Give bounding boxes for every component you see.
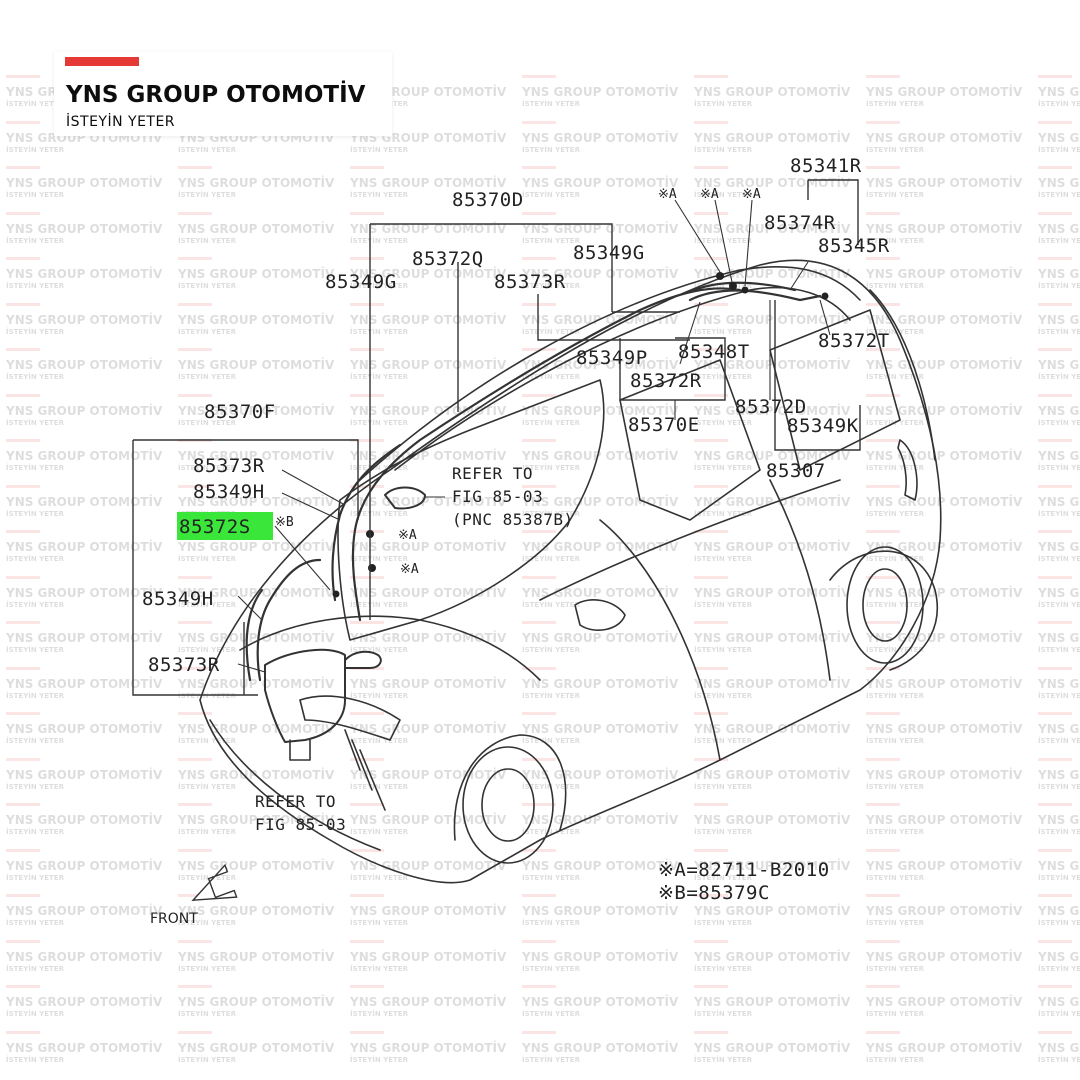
front-label: FRONT: [150, 911, 198, 927]
washer-tank: [264, 648, 346, 743]
clip-marker-a: ※A: [398, 528, 417, 543]
roof-line-inner: [394, 286, 851, 471]
windshield-outline: [337, 379, 605, 641]
clip-marker-a: ※A: [742, 187, 761, 202]
refer-note-line: FIG 85-03: [452, 487, 543, 506]
part-label-85349G-roof: 85349G: [573, 242, 645, 264]
part-label-85373R-left: 85373R: [193, 455, 265, 477]
part-label-85341R: 85341R: [790, 155, 862, 177]
refer-note-line: REFER TO: [452, 464, 533, 483]
brand-logo: YNS GROUP OTOMOTİV İSTEYİN YETER: [54, 52, 392, 136]
group-box-85307: [774, 179, 861, 451]
rear-wheel-hub: [862, 568, 908, 642]
rear-hatch: [869, 289, 936, 461]
part-label-85372R: 85372R: [630, 370, 702, 392]
roof-line: [359, 266, 861, 481]
part-label-85370D: 85370D: [452, 189, 524, 211]
washer-hose-front: [351, 287, 742, 622]
part-label-85348T: 85348T: [678, 341, 750, 363]
logo-accent-bar: [65, 57, 139, 66]
washer-tank-pump: [289, 739, 311, 761]
clip-marker-a: ※A: [400, 562, 419, 577]
door-line-rear: [769, 479, 831, 681]
part-label-85349H-low: 85349H: [142, 588, 214, 610]
part-label-85370E: 85370E: [628, 414, 700, 436]
side-window: [619, 359, 761, 521]
group-box-85370D: [369, 223, 690, 620]
car-body-outline: [199, 259, 942, 884]
clip-dot: [821, 292, 829, 300]
legend-a: ※A=82711-B2010: [658, 859, 830, 881]
front-arrow-icon: FRONT: [150, 863, 238, 927]
legend-b: ※B=85379C: [658, 882, 770, 904]
rear-side-window: [769, 309, 901, 471]
washer-hose-low-2: [245, 588, 264, 682]
clip-dot: [332, 590, 340, 598]
part-label-85370F: 85370F: [204, 401, 276, 423]
part-label-85372T: 85372T: [818, 330, 890, 352]
washer-nozzle: [384, 486, 426, 510]
washer-hose-low: [256, 558, 322, 682]
clip-dot: [368, 564, 376, 572]
refer-note-line: FIG 85-03: [255, 815, 346, 834]
front-wheel-arch: [453, 734, 567, 841]
side-mirror: [574, 599, 626, 631]
leader-line: [274, 525, 331, 591]
highlight-85372S: [177, 512, 273, 540]
group-box-85370F: [132, 439, 359, 696]
part-label-85372Q: 85372Q: [412, 248, 484, 270]
leader-line: [237, 595, 263, 621]
beltline: [539, 479, 841, 601]
leader-line: [679, 301, 701, 365]
front-bumper: [209, 719, 381, 851]
clip-marker-a: ※A: [700, 187, 719, 202]
brand-name: YNS GROUP OTOMOTİV: [66, 82, 366, 108]
refer-note-line: REFER TO: [255, 792, 336, 811]
leader-line: [714, 199, 733, 283]
leader-line: [819, 299, 831, 336]
leader-line: [281, 492, 341, 521]
part-label-85349P: 85349P: [576, 347, 648, 369]
refer-note-line: (PNC 85387B): [452, 510, 574, 529]
leader-line: [281, 469, 346, 506]
brand-tagline: İSTEYİN YETER: [66, 114, 176, 130]
leader-line: [744, 199, 753, 287]
washer-hose-roof-2: [688, 281, 797, 294]
part-label-85373R-low: 85373R: [148, 654, 220, 676]
part-label-85372S: 85372S: [179, 516, 251, 538]
leader-line: [237, 663, 266, 673]
part-label-85373R: 85373R: [494, 271, 566, 293]
washer-hose-front-2: [331, 443, 402, 602]
part-label-85307: 85307: [766, 460, 826, 482]
clip-dot: [729, 282, 737, 290]
part-label-85374R: 85374R: [764, 212, 836, 234]
tail-lamp: [897, 439, 918, 501]
clip-dot: [741, 286, 749, 294]
rear-wheel: [846, 546, 924, 664]
part-label-85349K: 85349K: [787, 415, 859, 437]
group-box-85370E: [619, 337, 726, 401]
rear-wheel-arch: [829, 550, 938, 671]
grille-line: [344, 729, 386, 811]
leader-line: [789, 261, 809, 291]
part-label-85349G: 85349G: [325, 271, 397, 293]
part-label-85345R: 85345R: [818, 235, 890, 257]
part-label-85372D: 85372D: [735, 396, 807, 418]
washer-hose-roof: [688, 289, 822, 302]
part-label-85349H-left: 85349H: [193, 481, 265, 503]
front-wheel-hub: [481, 768, 535, 842]
clip-dot: [716, 272, 724, 280]
leader-line: [674, 199, 721, 273]
clip-marker-a: ※A: [658, 187, 677, 202]
front-wheel: [462, 746, 554, 864]
washer-tank-inlet: [344, 650, 382, 669]
door-line: [599, 519, 721, 761]
hood-line: [239, 615, 541, 681]
clip-marker-b: ※B: [275, 515, 294, 530]
headlamp: [299, 695, 401, 741]
